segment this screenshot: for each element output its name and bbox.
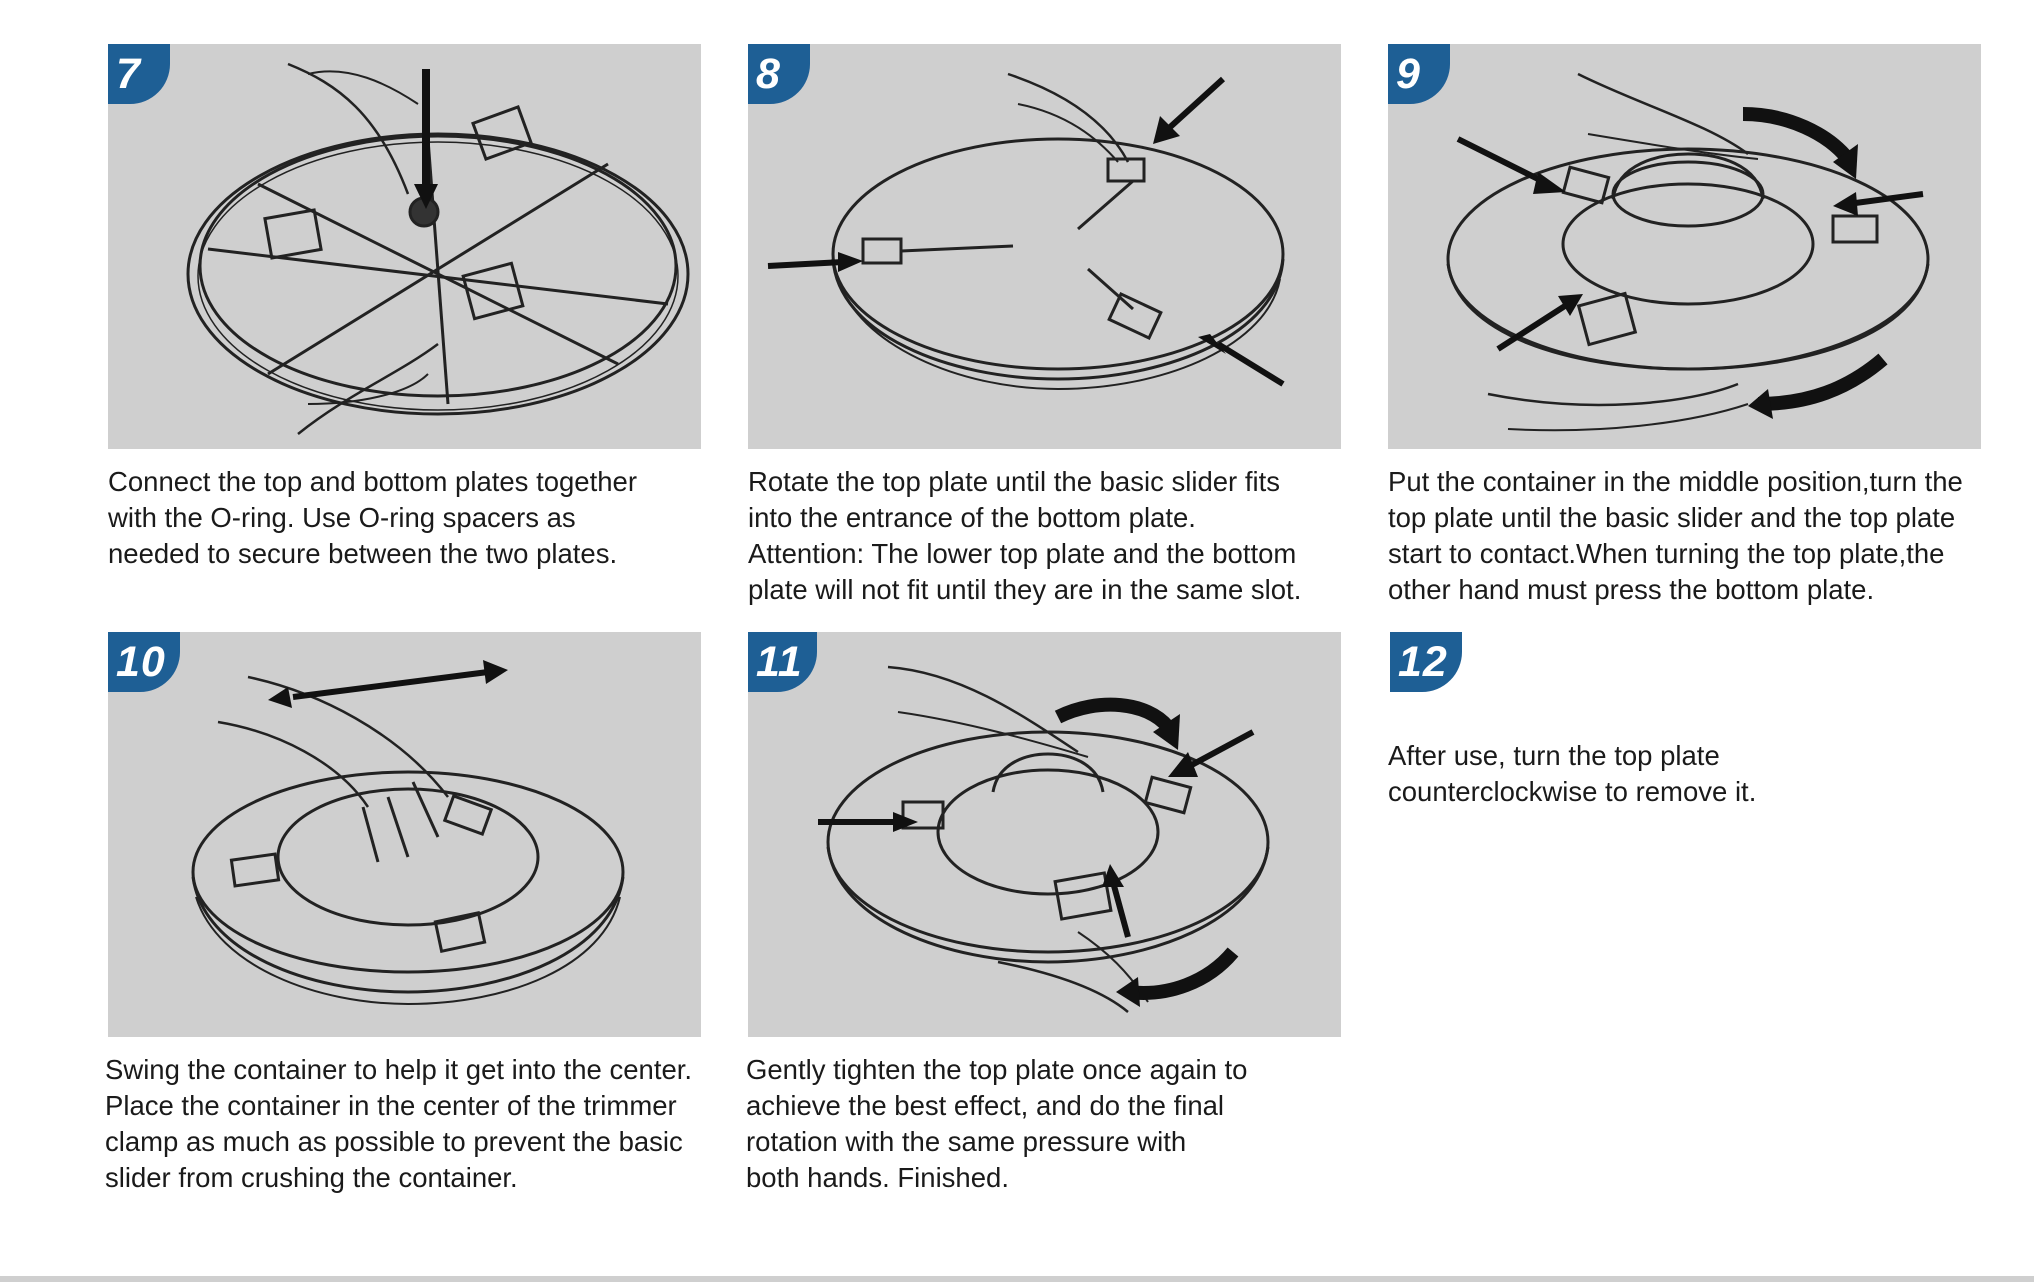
caption-line: Put the container in the middle position… xyxy=(1388,466,1963,497)
caption-line: other hand must press the bottom plate. xyxy=(1388,574,1875,605)
step-9-illustration: 9 xyxy=(1388,44,1981,449)
step-11-caption: Gently tighten the top plate once again … xyxy=(746,1052,1247,1196)
step-10-illustration: 10 xyxy=(108,632,701,1037)
caption-line: Rotate the top plate until the basic sli… xyxy=(748,466,1280,497)
step-10-caption: Swing the container to help it get into … xyxy=(105,1052,692,1196)
step-11-illustration: 11 xyxy=(748,632,1341,1037)
plate-wheel-drawing xyxy=(186,62,690,435)
caption-line: Place the container in the center of the… xyxy=(105,1090,677,1121)
caption-line: Attention: The lower top plate and the b… xyxy=(748,538,1297,569)
caption-line: clamp as much as possible to prevent the… xyxy=(105,1126,683,1157)
caption-line: needed to secure between the two plates. xyxy=(108,538,618,569)
caption-line: rotation with the same pressure with xyxy=(746,1126,1187,1157)
page-bottom-border xyxy=(0,1276,2034,1282)
step-12-caption: After use, turn the top plate counterclo… xyxy=(1388,738,1756,810)
caption-line: with the O-ring. Use O-ring spacers as xyxy=(108,502,576,533)
step-7-caption: Connect the top and bottom plates togeth… xyxy=(108,464,637,572)
caption-line: top plate until the basic slider and the… xyxy=(1388,502,1956,533)
step-7-badge: 7 xyxy=(108,44,170,104)
step-8-illustration: 8 xyxy=(748,44,1341,449)
caption-line: into the entrance of the bottom plate. xyxy=(748,502,1196,533)
caption-line: Swing the container to help it get into … xyxy=(105,1054,693,1085)
container-swing-drawing xyxy=(191,660,625,1006)
caption-line: achieve the best effect, and do the fina… xyxy=(746,1090,1225,1121)
step-7-illustration: 7 xyxy=(108,44,701,449)
step-8-caption: Rotate the top plate until the basic sli… xyxy=(748,464,1301,608)
caption-line: start to contact.When turning the top pl… xyxy=(1388,538,1945,569)
caption-line: Connect the top and bottom plates togeth… xyxy=(108,466,637,497)
caption-line: slider from crushing the container. xyxy=(105,1162,518,1193)
step-9-caption: Put the container in the middle position… xyxy=(1388,464,1963,608)
final-tighten-drawing xyxy=(818,665,1270,1013)
plate-slider-drawing xyxy=(767,72,1285,391)
container-press-drawing xyxy=(1446,72,1930,432)
step-8-badge: 8 xyxy=(748,44,810,104)
step-12-badge: 12 xyxy=(1390,632,1462,692)
caption-line: Gently tighten the top plate once again … xyxy=(746,1054,1248,1085)
caption-line: both hands. Finished. xyxy=(746,1162,1009,1193)
step-10-badge: 10 xyxy=(108,632,180,692)
caption-line: plate will not fit until they are in the… xyxy=(748,574,1302,605)
caption-line: counterclockwise to remove it. xyxy=(1388,776,1757,807)
caption-line: After use, turn the top plate xyxy=(1388,740,1720,771)
